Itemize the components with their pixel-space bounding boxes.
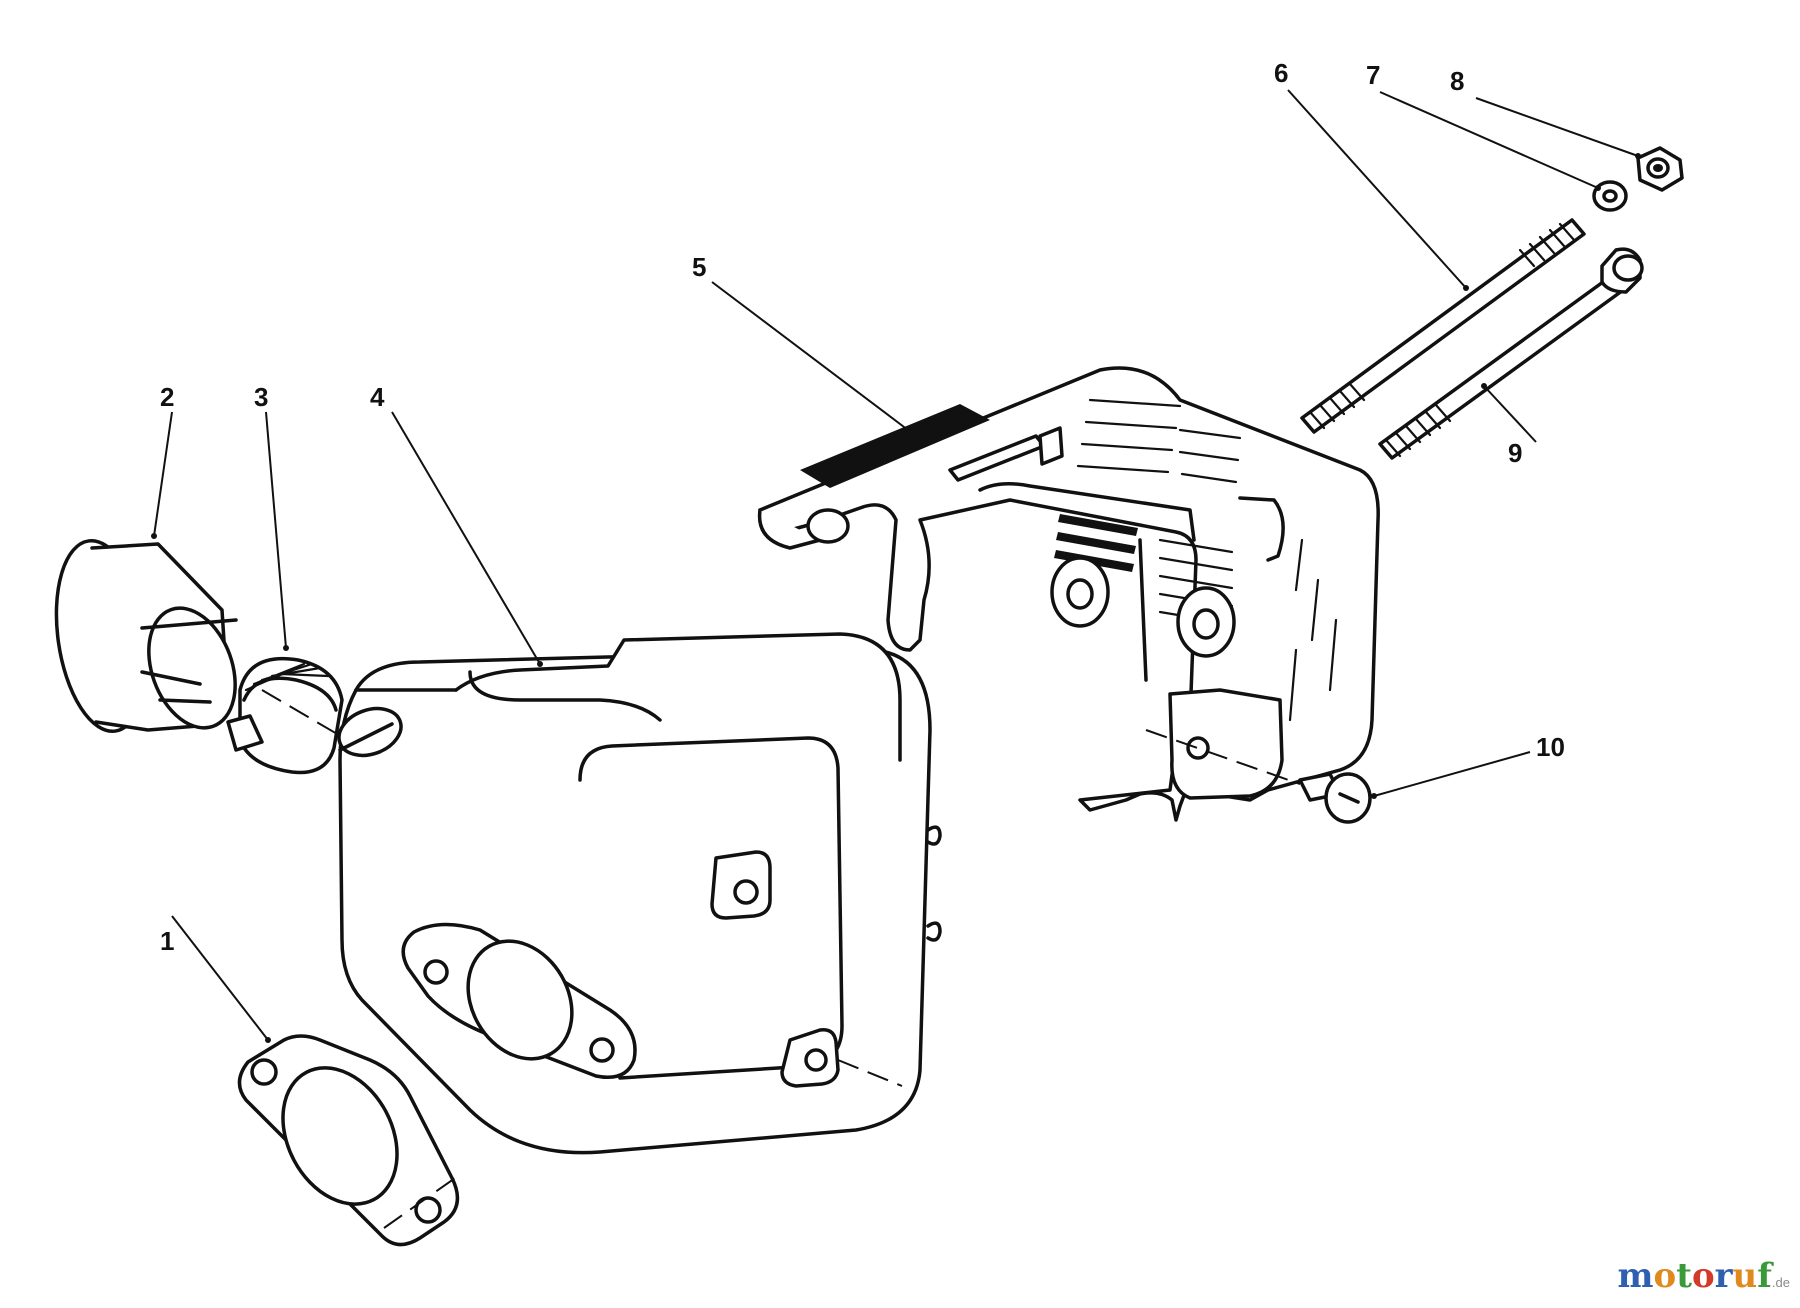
- watermark-letter: u: [1732, 1256, 1758, 1296]
- clamp-part: [226, 656, 344, 775]
- callout-3: 3: [254, 382, 268, 412]
- washer-part: [1592, 180, 1628, 212]
- callout-labels: 1 2 3 4 5 6 7 8 9 10: [160, 58, 1565, 956]
- assembly-centerlines: [261, 689, 1301, 1229]
- watermark-logo: motoruf.de: [1618, 1256, 1790, 1296]
- screw-part: [1298, 772, 1372, 824]
- callout-8: 8: [1450, 66, 1464, 96]
- callout-1: 1: [160, 926, 174, 956]
- watermark-letter: o: [1691, 1256, 1715, 1296]
- callout-4: 4: [370, 382, 385, 412]
- deflector-part: [54, 538, 238, 734]
- leader-lines: [151, 89, 1641, 1043]
- callout-5: 5: [692, 252, 706, 282]
- guard-part: [757, 366, 1380, 822]
- stud-part: [1300, 218, 1586, 434]
- watermark-suffix: .de: [1771, 1275, 1790, 1290]
- watermark-letter: m: [1617, 1256, 1654, 1296]
- callout-10: 10: [1536, 732, 1565, 762]
- callout-7: 7: [1366, 60, 1380, 90]
- watermark-letter: t: [1676, 1256, 1692, 1296]
- callout-9: 9: [1508, 438, 1522, 468]
- nut-part: [1636, 146, 1684, 192]
- watermark-letter: r: [1714, 1256, 1733, 1296]
- bolt-part: [1378, 247, 1644, 460]
- callout-2: 2: [160, 382, 174, 412]
- watermark-letter: o: [1653, 1256, 1677, 1296]
- muffler-part: [337, 632, 942, 1155]
- callout-6: 6: [1274, 58, 1288, 88]
- gasket-part: [237, 1034, 460, 1247]
- watermark-letter: f: [1757, 1256, 1772, 1296]
